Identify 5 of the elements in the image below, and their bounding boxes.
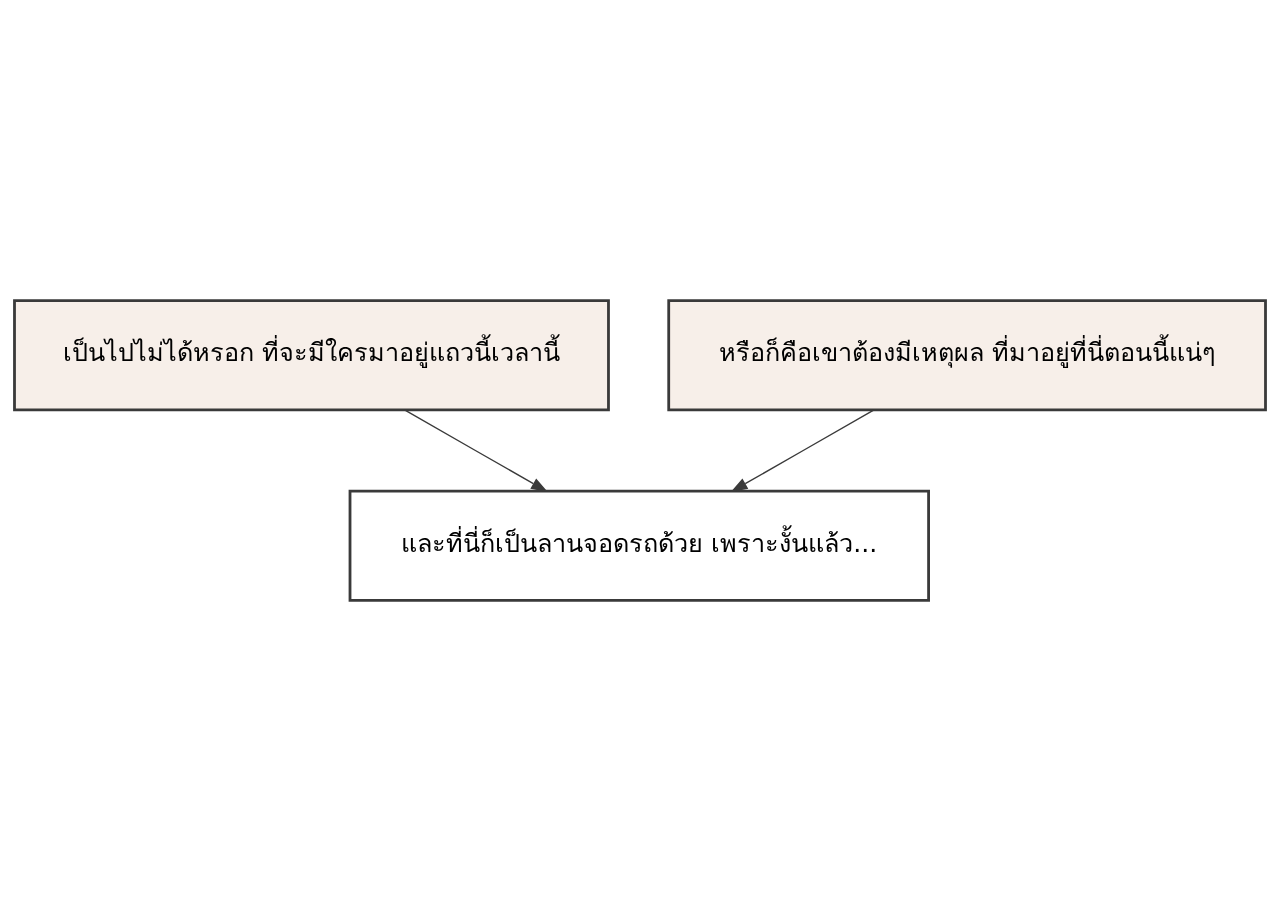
arrow (403, 408, 548, 492)
node-box: และที่นี่ก็เป็นลานจอดรถด้วย เพราะงั้นแล้ว... (348, 489, 930, 602)
node-box: หรือก็คือเขาต้องมีเหตุผล ที่มาอยู่ที่นี่ตอนนี้แน่ๆ (667, 298, 1267, 411)
node-box: เป็นไปไม่ได้หรอก ที่จะมีใครมาอยู่แถวนี้เวลานี้ (13, 298, 610, 411)
arrow (730, 408, 875, 492)
